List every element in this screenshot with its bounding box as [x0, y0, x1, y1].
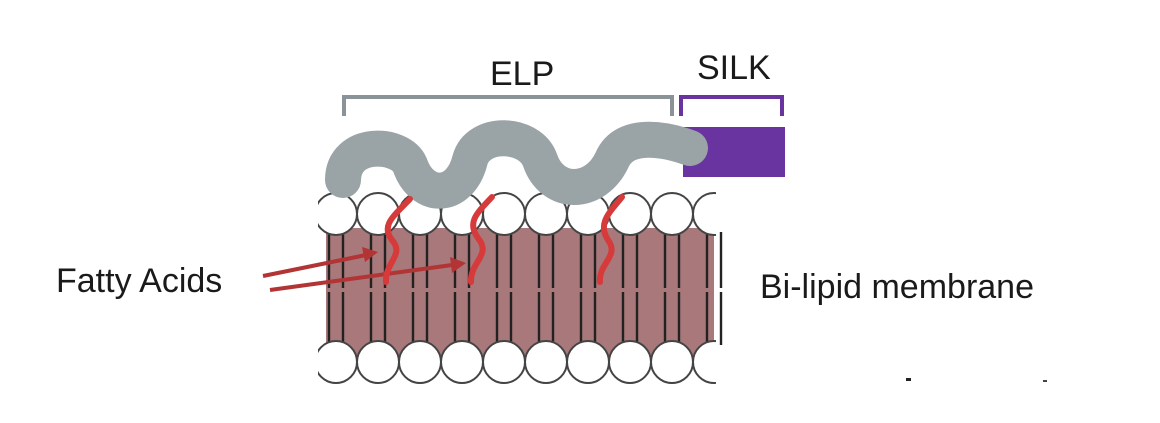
lipid-head-bottom	[566, 340, 610, 384]
lipid-head-bottom	[318, 340, 358, 384]
stray-mark-2	[1043, 380, 1047, 382]
lipid-head-bottom	[482, 340, 526, 384]
fatty-acid-1	[383, 196, 413, 285]
lipid-head-bottom	[398, 340, 442, 384]
fatty-acid-3	[596, 194, 625, 285]
lipid-tail-layer	[326, 228, 723, 356]
fatty-acid-group	[383, 194, 625, 285]
lipid-head-top	[692, 192, 716, 236]
arrow-2-shaft	[269, 263, 453, 292]
lipid-head-bottom	[440, 340, 484, 384]
lipid-head-top	[318, 192, 358, 236]
silk-label: SILK	[697, 49, 771, 87]
lipid-head-top	[650, 192, 694, 236]
fatty-acids-label: Fatty Acids	[56, 262, 223, 300]
elp-bracket	[342, 95, 674, 116]
fatty-acid-arrows	[262, 247, 466, 292]
stray-mark-1	[906, 378, 911, 381]
elp-polymer-chain	[325, 120, 708, 209]
lipid-head-top	[608, 192, 652, 236]
lipid-head-bottom	[524, 340, 568, 384]
arrow-1-shaft	[262, 253, 367, 278]
lipid-head-bottom	[650, 340, 694, 384]
silk-bracket	[679, 95, 784, 116]
elp-label: ELP	[490, 55, 555, 93]
lipid-tail-lines	[327, 232, 723, 345]
lipid-head-bottom	[356, 340, 400, 384]
lipid-head-bottom	[608, 340, 652, 384]
arrow-1-head	[362, 247, 378, 262]
arrow-2-head	[450, 257, 466, 273]
hydrophobic-core	[326, 228, 714, 356]
lipid-head-bottom	[692, 340, 716, 384]
membrane-label: Bi-lipid membrane	[760, 268, 1034, 306]
lower-leaflet-heads	[318, 340, 716, 384]
fatty-acid-2	[468, 194, 495, 285]
